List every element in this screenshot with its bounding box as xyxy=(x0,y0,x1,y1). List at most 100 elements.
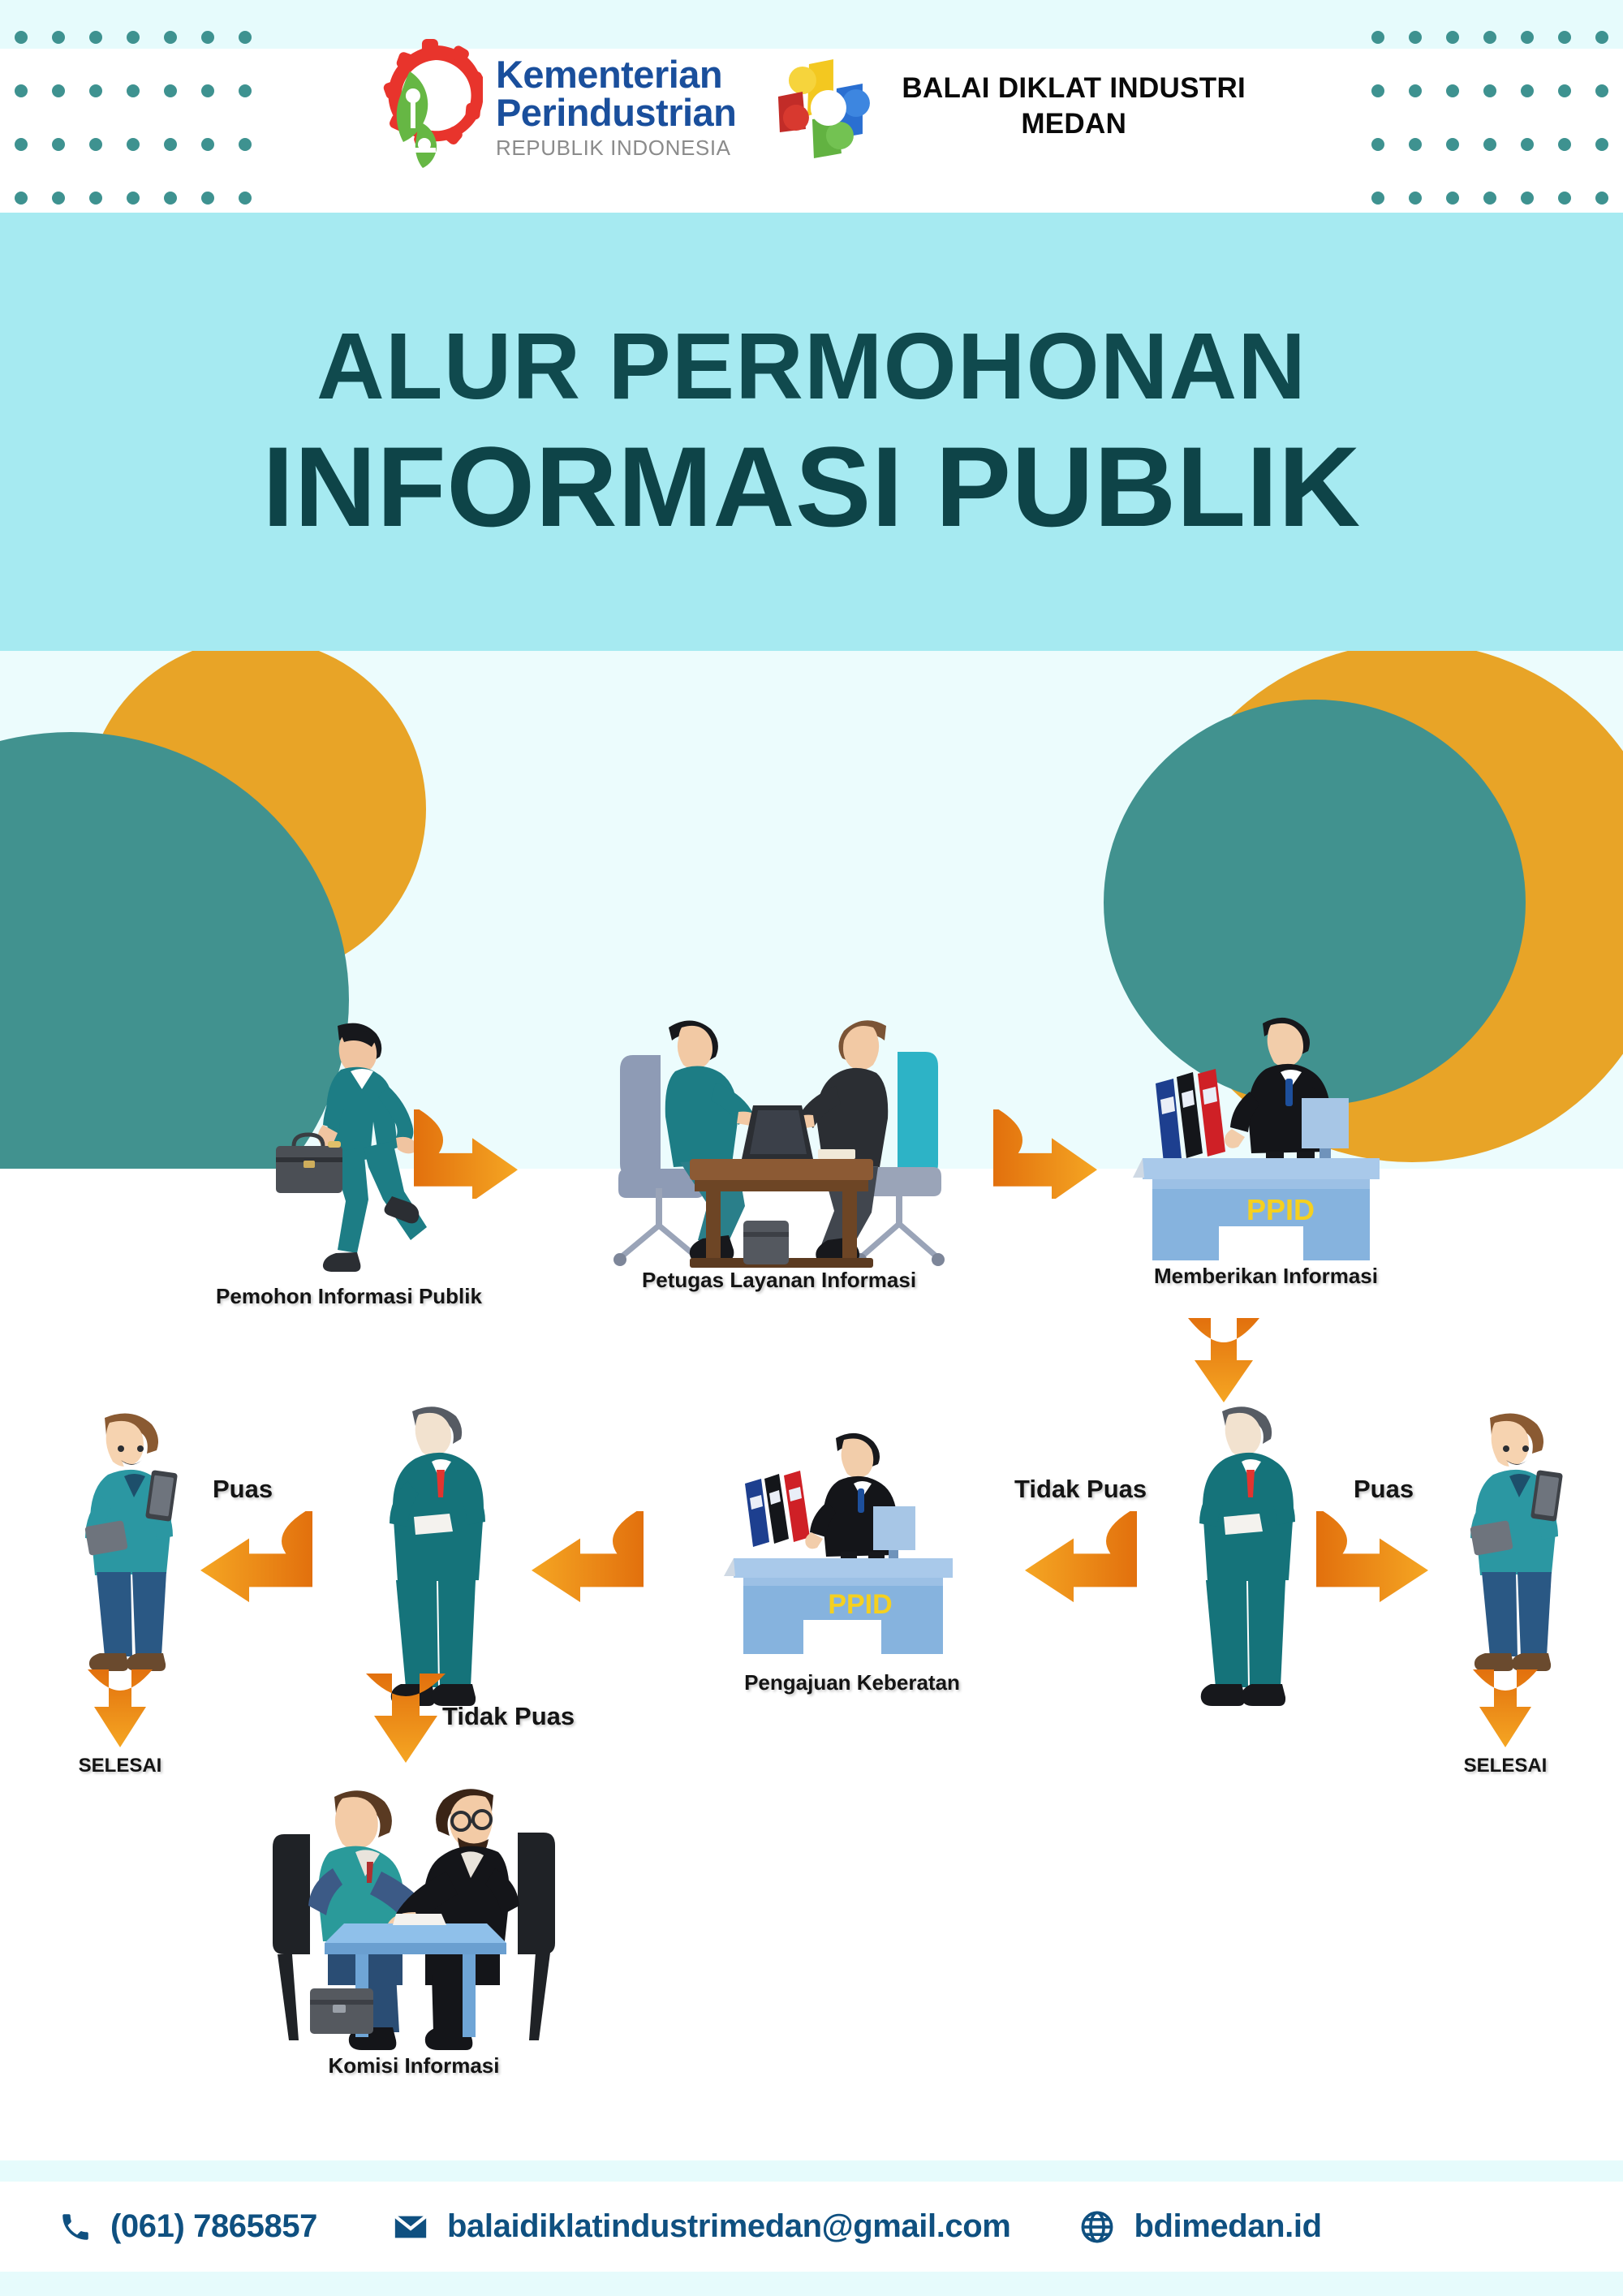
decorative-dot xyxy=(1446,84,1459,97)
flow-node-selesai-kanan-label: SELESAI xyxy=(1463,1755,1548,1777)
decorative-dot xyxy=(1371,192,1384,205)
ministry-wordmark: Kementerian Perindustrian REPUBLIK INDON… xyxy=(495,52,737,160)
decorative-dot xyxy=(1371,138,1384,151)
decorative-dot xyxy=(127,192,140,205)
figure-standing-decision-maker-icon xyxy=(1175,1402,1313,1722)
decorative-dot xyxy=(89,192,102,205)
flow-arrow-label-tidak-puas-kanan: Tidak Puas xyxy=(1014,1475,1147,1503)
flow-arrow-right-puas xyxy=(1315,1506,1457,1609)
decorative-dot xyxy=(52,31,65,44)
institution-name: BALAI DIKLAT INDUSTRI MEDAN xyxy=(902,71,1246,142)
figure-two-people-at-desk-icon xyxy=(584,1000,974,1280)
balai-diklat-industri-logo-icon xyxy=(772,50,885,163)
decorative-dot xyxy=(1483,138,1496,151)
decorative-dot xyxy=(1521,31,1534,44)
flow-node-pengajuan-label: Pengajuan Keberatan xyxy=(744,1670,960,1695)
poster-title-band: ALUR PERMOHONAN INFORMASI PUBLIK xyxy=(0,213,1623,651)
decorative-dot xyxy=(1521,84,1534,97)
decorative-dot xyxy=(15,84,28,97)
decorative-dot xyxy=(201,84,214,97)
footer-contact-phone[interactable]: (061) 7865857 xyxy=(58,2208,317,2245)
dot-row xyxy=(15,192,274,205)
footer-contact-website[interactable]: bdimedan.id xyxy=(1078,2208,1322,2246)
footer-strip-top xyxy=(0,2160,1623,2182)
decorative-dot xyxy=(1558,84,1571,97)
mail-icon xyxy=(392,2208,429,2246)
decorative-dot xyxy=(15,192,28,205)
figure-officer-at-ppid-desk-icon: PPID xyxy=(1128,996,1396,1276)
dot-row xyxy=(1349,84,1608,97)
phone-icon xyxy=(58,2210,93,2244)
dot-row xyxy=(1349,192,1608,205)
flow-node-memberikan: PPID Memberikan Informasi xyxy=(1112,996,1420,1308)
dot-row xyxy=(1349,138,1608,151)
poster-header: Kementerian Perindustrian REPUBLIK INDON… xyxy=(0,0,1623,213)
flow-arrow-right-1 xyxy=(412,1106,542,1203)
flow-node-komisi: Komisi Informasi xyxy=(243,1771,584,2112)
decorative-dot xyxy=(201,31,214,44)
figure-objection-ppid-desk-icon: PPID xyxy=(722,1430,966,1669)
poster-footer: (061) 7865857 balaidiklatindustrimedan@g… xyxy=(0,2160,1623,2296)
desk-ppid-badge-bottom: PPID xyxy=(828,1589,892,1620)
desk-ppid-badge-top: PPID xyxy=(1246,1193,1315,1226)
flow-arrow-down-komisi xyxy=(361,1672,450,1769)
footer-strip-bottom xyxy=(0,2272,1623,2296)
decorative-dot xyxy=(239,138,252,151)
decorative-dot xyxy=(1409,84,1422,97)
flow-node-selesai-kanan: SELESAI xyxy=(1412,1410,1615,1777)
flow-arrow-label-puas-kanan: Puas xyxy=(1354,1475,1414,1503)
decorative-dot xyxy=(1595,31,1608,44)
decorative-dot xyxy=(52,192,65,205)
flow-diagram: Pemohon Informasi Publik xyxy=(0,651,1623,2160)
decorative-dot xyxy=(1483,192,1496,205)
decorative-dot xyxy=(1446,138,1459,151)
decorative-dot xyxy=(1409,31,1422,44)
footer-contact-row: (061) 7865857 balaidiklatindustrimedan@g… xyxy=(0,2182,1623,2272)
flow-arrow-left-2 xyxy=(503,1506,645,1609)
decorative-dot xyxy=(1595,84,1608,97)
decorative-dot xyxy=(164,84,177,97)
decorative-dot xyxy=(164,138,177,151)
decorative-dot xyxy=(127,31,140,44)
decorative-dot xyxy=(127,84,140,97)
flow-node-decision-right xyxy=(1136,1402,1347,1726)
flow-node-petugas: Petugas Layanan Informasi xyxy=(568,1000,990,1308)
decorative-dot xyxy=(239,31,252,44)
flow-arrow-right-2 xyxy=(992,1106,1121,1203)
flow-arrow-left-tidak-puas xyxy=(997,1506,1139,1609)
flow-arrow-label-puas-kiri: Puas xyxy=(213,1475,273,1503)
decorative-dot xyxy=(164,192,177,205)
decorative-dot xyxy=(201,138,214,151)
decorative-dot xyxy=(89,31,102,44)
footer-email-address: balaidiklatindustrimedan@gmail.com xyxy=(447,2208,1011,2244)
decorative-dot xyxy=(1521,192,1534,205)
kemenperin-logo-icon xyxy=(377,37,485,175)
flow-arrow-down-selesai-kiri xyxy=(84,1668,157,1753)
flow-node-komisi-label: Komisi Informasi xyxy=(328,2053,500,2078)
decorative-dot xyxy=(1521,138,1534,151)
decorative-dot xyxy=(89,138,102,151)
decorative-dot xyxy=(15,31,28,44)
decorative-dot-pattern-left xyxy=(15,0,274,213)
decorative-dot xyxy=(1595,192,1608,205)
decorative-dot xyxy=(1446,31,1459,44)
decorative-dot xyxy=(1409,138,1422,151)
ministry-name-line1: Kementerian xyxy=(495,52,723,96)
flow-node-pemohon: Pemohon Informasi Publik xyxy=(216,1016,482,1308)
decorative-dot xyxy=(164,31,177,44)
poster-body-background xyxy=(0,651,1623,2160)
decorative-dot xyxy=(1371,31,1384,44)
institution-logo-block: BALAI DIKLAT INDUSTRI MEDAN xyxy=(772,50,1246,163)
footer-phone-number: (061) 7865857 xyxy=(110,2208,318,2244)
ministry-name-line3: REPUBLIK INDONESIA xyxy=(495,135,731,160)
institution-name-line2: MEDAN xyxy=(1021,108,1127,140)
figure-walking-applicant-icon xyxy=(260,1016,438,1280)
page-title-line2: INFORMASI PUBLIK xyxy=(262,422,1361,550)
institution-name-line1: BALAI DIKLAT INDUSTRI xyxy=(902,72,1246,105)
decorative-dot xyxy=(52,84,65,97)
page-title-line1: ALUR PERMOHONAN xyxy=(316,313,1307,420)
flow-arrow-left-puas xyxy=(172,1506,314,1609)
decorative-dot xyxy=(89,84,102,97)
figure-satisfied-applicant-left-icon xyxy=(61,1410,199,1682)
footer-contact-email[interactable]: balaidiklatindustrimedan@gmail.com xyxy=(392,2208,1011,2246)
